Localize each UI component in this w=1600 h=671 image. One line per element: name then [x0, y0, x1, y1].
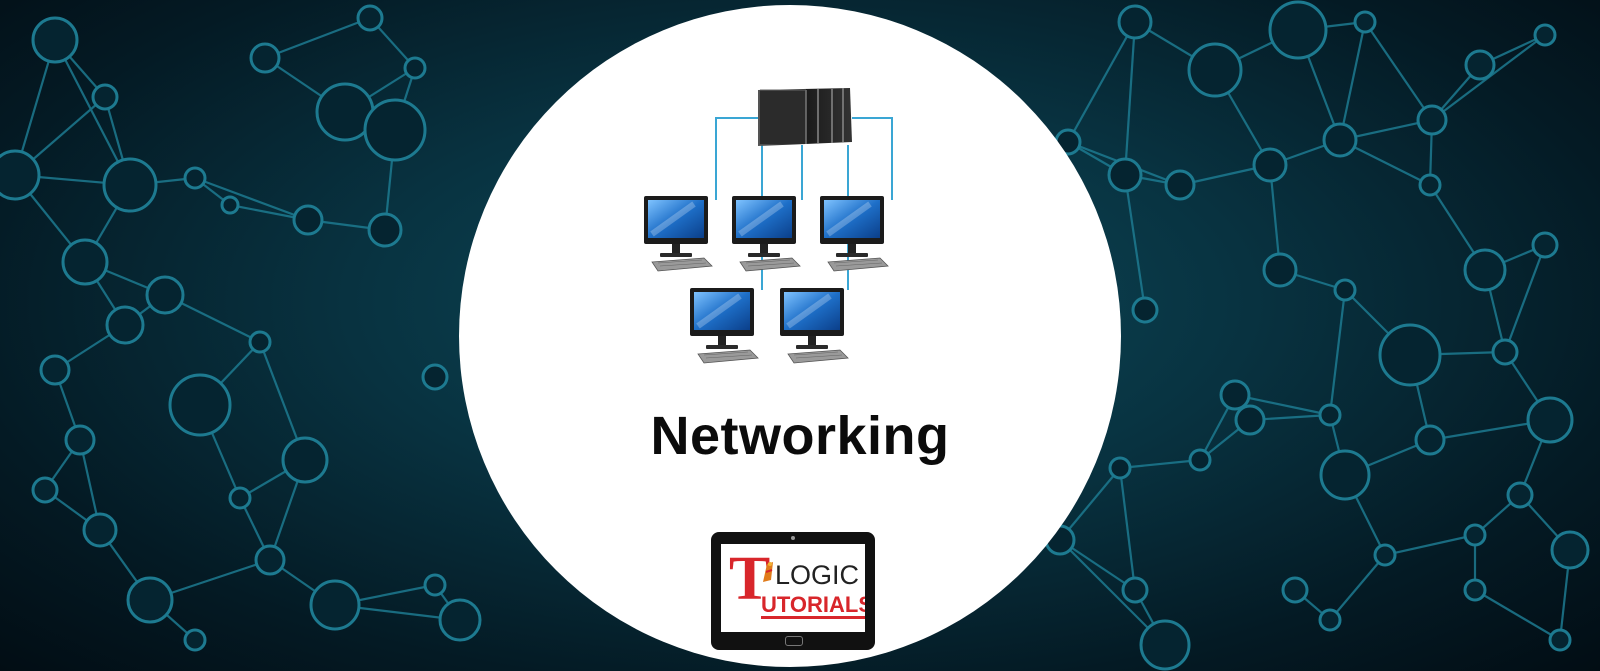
computer-icon — [732, 196, 800, 271]
computer-icon — [780, 288, 848, 363]
server-icon — [758, 88, 852, 146]
page-title: Networking — [650, 406, 950, 466]
computer-icon — [820, 196, 888, 271]
computer-icon — [644, 196, 712, 271]
logo-line2: UTORIALS — [761, 594, 865, 619]
home-button — [785, 636, 803, 646]
logo-line1: LOGIC — [775, 560, 860, 590]
logo-initial: T — [729, 545, 771, 613]
camera-dot — [791, 536, 795, 540]
network-topology-illustration — [640, 88, 893, 380]
logo-mascot-icon — [763, 562, 773, 582]
tablet-logo: T LOGIC UTORIALS — [711, 532, 875, 650]
computer-icon — [690, 288, 758, 363]
logo-screen: T LOGIC UTORIALS — [721, 544, 865, 632]
